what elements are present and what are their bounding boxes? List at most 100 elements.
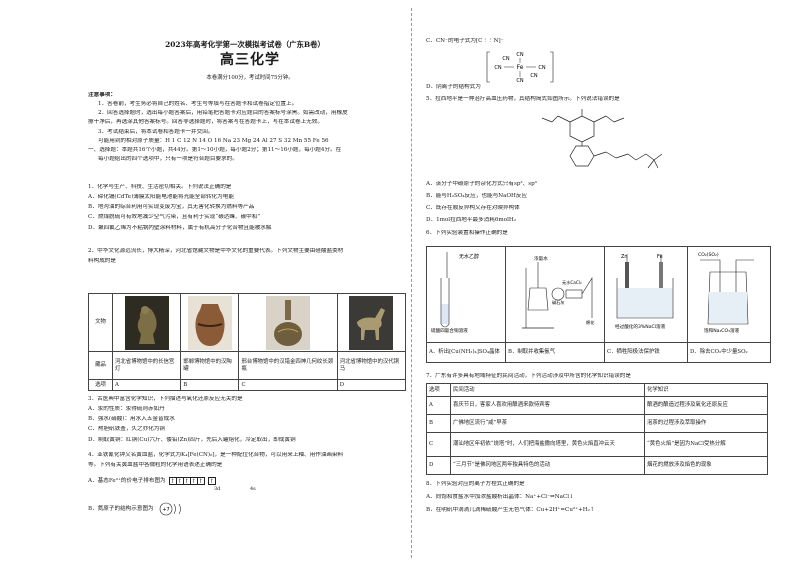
q7-row-a-knowledge: 酿酒的酿造过程涉及氧化还原反应	[644, 396, 768, 415]
q5-option-a: A．该分子中碳原子的杂化方式只有sp²、sp³	[426, 181, 537, 187]
question-3: 3．古医典中富含化学知识，下列描述与氧化还原反应无关的是 A．汞的性质：汞得硫则…	[88, 396, 406, 444]
apparatus-a: 无水乙醇 硫酸四氨合铜溶液	[426, 246, 506, 343]
question-1: 1．化学与生产、科技、生活密切相关。下列说法正确的是 A．碲化镉(CdTe)薄膜…	[88, 184, 406, 232]
nucleus-label: +7	[162, 507, 169, 513]
q2-stem-cont: 料构成的是	[88, 258, 116, 265]
q7-row-c-activity: 潮汕地区年初依“烧塔”时，人们把海盐撒向塔里，黄色火焰直冲云天	[450, 432, 645, 457]
q5-option-d: D．1mol拉西地平最多消耗6molH₂	[426, 217, 516, 224]
ammonia-setup-diagram: 浓氨水 碱石灰 无水CaCl₂ 棉花	[522, 255, 594, 329]
relic-name-c: 邢台博物馆中的汉错金四神几何纹长颈瓶	[238, 351, 338, 380]
q3-option-d: D．制取黄铜：红铜(Cu)六斤、倭铅(Zn)四斤，先后入罐熔化，冷定取出，即成黄…	[88, 436, 296, 443]
ligand-label: CN	[494, 65, 501, 71]
relic-option-a: A	[111, 379, 182, 391]
q4-stem: 4．亚铁氰化钾又名黄血盐，化学式为K₄[Fe(CN)₆]，是一种配位化合物，可以…	[88, 452, 344, 458]
apparatus-label: Fe	[657, 254, 663, 260]
relic-name-d: 河北省博物馆中的汉代铜马	[336, 351, 407, 380]
note-line: 3．考试结束后，将本试卷和答题卡一并交回。	[98, 128, 214, 135]
question-2: 2．中华文化源远流长，博大精深，河北省馆藏文物是中华文化的重要代表。下列文物主要…	[88, 248, 406, 265]
q7-row-b-option: B	[426, 414, 451, 433]
score-line: 本卷满分100分，考试时间75分钟。	[206, 75, 294, 81]
question-5: 5．拉西地平是一种治疗高血压药物，其结构简式如图所示。下列说法错误的是	[426, 96, 768, 103]
apparatus-label: 饱和Na₂CO₃溶液	[704, 327, 740, 334]
q7-header-option: 选项	[426, 383, 451, 397]
apparatus-b: 浓氨水 碱石灰 无水CaCl₂ 棉花	[505, 246, 605, 343]
apparatus-label: 无水乙醇	[459, 253, 479, 260]
relic-name-a: 河北省博物馆中的长信宫灯	[111, 351, 182, 380]
subject-title: 高三化学	[220, 52, 280, 68]
center-atom-label: Fe	[517, 64, 524, 71]
q6-apparatus-table: 无水乙醇 硫酸四氨合铜溶液 浓氨水 碱石灰 无水CaCl₂	[426, 246, 771, 363]
q6-stem: 6．下列实验装置和操作正确的是	[426, 229, 508, 236]
relic-image-c	[238, 293, 338, 352]
q7-row-d-option: D	[426, 456, 451, 475]
q1-option-d: D．聚四氟乙烯为不粘锅内壁涂料材料，属于有机高分子化合物且能被水解	[88, 224, 272, 231]
q7-header-activity: 民间活动	[450, 383, 645, 397]
bronze-horse-image	[349, 295, 394, 350]
column-divider	[411, 8, 412, 558]
orbital-box: ↑	[207, 477, 216, 486]
q1-option-a: A．碲化镉(CdTe)薄膜太阳能电池能将光能全部转化为电能	[88, 194, 234, 201]
galvanic-cell-diagram: Zn Fe 经过酸化的3%NaCl溶液	[615, 254, 674, 330]
q5-option-c: C．既存在顺反异构又存在对映异构体	[426, 205, 520, 212]
right-column: C．CN⁻的电子式为[C⋮⋮N]⁻	[426, 38, 768, 45]
ligand-label: CN	[502, 56, 509, 62]
q8-option-b: B．在明矾中滴滴几滴稀硫酸产生无色气体：Cu+2H⁺=Cu²⁺+H₂↑	[426, 507, 595, 514]
long-neck-vase-image	[266, 295, 311, 350]
exam-title: 2023年高考化学第一次模拟考试卷（广东B卷）	[165, 40, 325, 49]
q7-row-d-knowledge: 烟花的燃放涉及焰色的现象	[644, 456, 768, 475]
notes-heading: 注意事项：	[88, 92, 116, 98]
nitrogen-atom-diagram: +7	[159, 503, 181, 516]
apparatus-label: 硫酸四氨合铜溶液	[431, 327, 468, 334]
apparatus-d: CO₂(SO₂) 饱和Na₂CO₃溶液	[687, 246, 771, 343]
q8-option-a: A．向饱和食盐水中加浓盐酸析出晶体：Na⁺+Cl⁻⇌NaCl↓	[426, 494, 574, 501]
q7-header-knowledge: 化学知识	[644, 383, 768, 397]
bronze-lamp-image	[124, 295, 169, 350]
q1-option-b: B．地沟油的综合利用可实现变废为宝，其无害化转换为燃料等产品	[88, 204, 255, 211]
relic-name-b: 邯郸博物馆中的汉陶罐	[180, 351, 240, 380]
lacidipine-structure	[541, 109, 663, 169]
q3-stem: 3．古医典中富含化学知识，下列描述与氧化还原反应无关的是	[88, 396, 243, 402]
q7-row-d-activity: “三月节”是佛冈地区两年独具特色的活动	[450, 456, 645, 475]
question-7: 7．广东有许多具有地域特征的民间活动，下列活动涉及中所含的化学知识错误的是	[426, 373, 768, 380]
q6-option-c: C．牺牲阳极法保护铁	[604, 341, 688, 363]
section-one-heading-cont: 每小题给出的四个选项中，只有一项是符合题目要求的。	[98, 156, 238, 163]
relic-option-b: B	[180, 379, 240, 391]
q7-row-a-option: A	[426, 396, 451, 415]
q4-option-a-row: A．基态Fe²⁺的价电子排布图为 ↑↑↑↑↑↑	[88, 477, 406, 486]
q2-row-label-option: 选项	[88, 379, 113, 391]
q4-option-c-row: C．CN⁻的电子式为[C⋮⋮N]⁻	[426, 38, 768, 45]
relic-option-d: D	[336, 379, 407, 391]
q5-stem: 5．拉西地平是一种治疗高血压药物，其结构简式如图所示。下列说法错误的是	[426, 96, 620, 102]
q1-stem: 1．化学与生产、科技、生活密切相关。下列说法正确的是	[88, 184, 232, 190]
q2-row-label-relic: 文物	[88, 293, 113, 352]
orbital-labels: 3d 4s	[88, 486, 406, 492]
note-line: 1．答卷前，考生务必将自己的姓名、考生号等填写在答题卡和试卷指定位置上。	[98, 101, 298, 108]
orbital-diagram: ↑↑↑↑↑↑	[168, 477, 216, 486]
test-tube-diagram: 无水乙醇 硫酸四氨合铜溶液	[431, 252, 479, 334]
q4-option-a: A．基态Fe²⁺的价电子排布图为	[88, 478, 166, 485]
relic-option-c: C	[238, 379, 338, 391]
orbital-label-4s: 4s	[249, 485, 256, 492]
note-line: 2．回答选择题时，选出每小题答案后，用铅笔把答题卡对应题目的答案标号涂黑。如需改…	[98, 110, 348, 117]
q4-option-b-row: B．氮原子的结构示意图为 +7	[88, 500, 406, 518]
orbital-box: ↑	[196, 477, 205, 486]
pottery-jar-image	[187, 295, 232, 350]
q7-row-c-knowledge: “黄色火焰”是因为NaCl受热分解	[644, 432, 768, 457]
ligand-label: CN	[516, 78, 523, 84]
q3-option-c: C．熬胆矾铁釜，久之亦化为铜	[88, 426, 165, 433]
question-8: 8．下列实验对应的离子方程式正确的是 A．向饱和食盐水中加浓盐酸析出晶体：Na⁺…	[426, 481, 768, 514]
q7-row-a-activity: 喜庆节日，客家人喜欢用酿酒来款待宾客	[450, 396, 645, 415]
apparatus-label: 浓氨水	[534, 255, 548, 262]
q5-options: A．该分子中碳原子的杂化方式只有sp²、sp³ B．能与H₂SO₄反应，也能与N…	[426, 181, 768, 237]
q4-option-d-block: D．阴离子的结构式为	[426, 84, 768, 91]
ligand-label: CN	[530, 73, 537, 79]
ligand-label: CN	[516, 52, 523, 58]
section-one-heading: 一、选择题：本题共16个小题，共44分。第1～10小题，每小题2分；第11～16…	[88, 146, 342, 153]
q4-option-d: D．阴离子的结构式为	[426, 84, 481, 90]
apparatus-label: 棉花	[586, 319, 594, 326]
q6-option-d: D．除去CO₂中少量SO₂	[687, 341, 771, 363]
q7-stem: 7．广东有许多具有地域特征的民间活动，下列活动涉及中所含的化学知识错误的是	[426, 373, 631, 379]
q4-stem-cont: 等。下列有关黄血盐中各微粒的化学用语表述正确的是	[88, 462, 223, 469]
q6-option-b: B．制取并收集氨气	[505, 341, 605, 363]
apparatus-label: 碱石灰	[552, 299, 565, 306]
